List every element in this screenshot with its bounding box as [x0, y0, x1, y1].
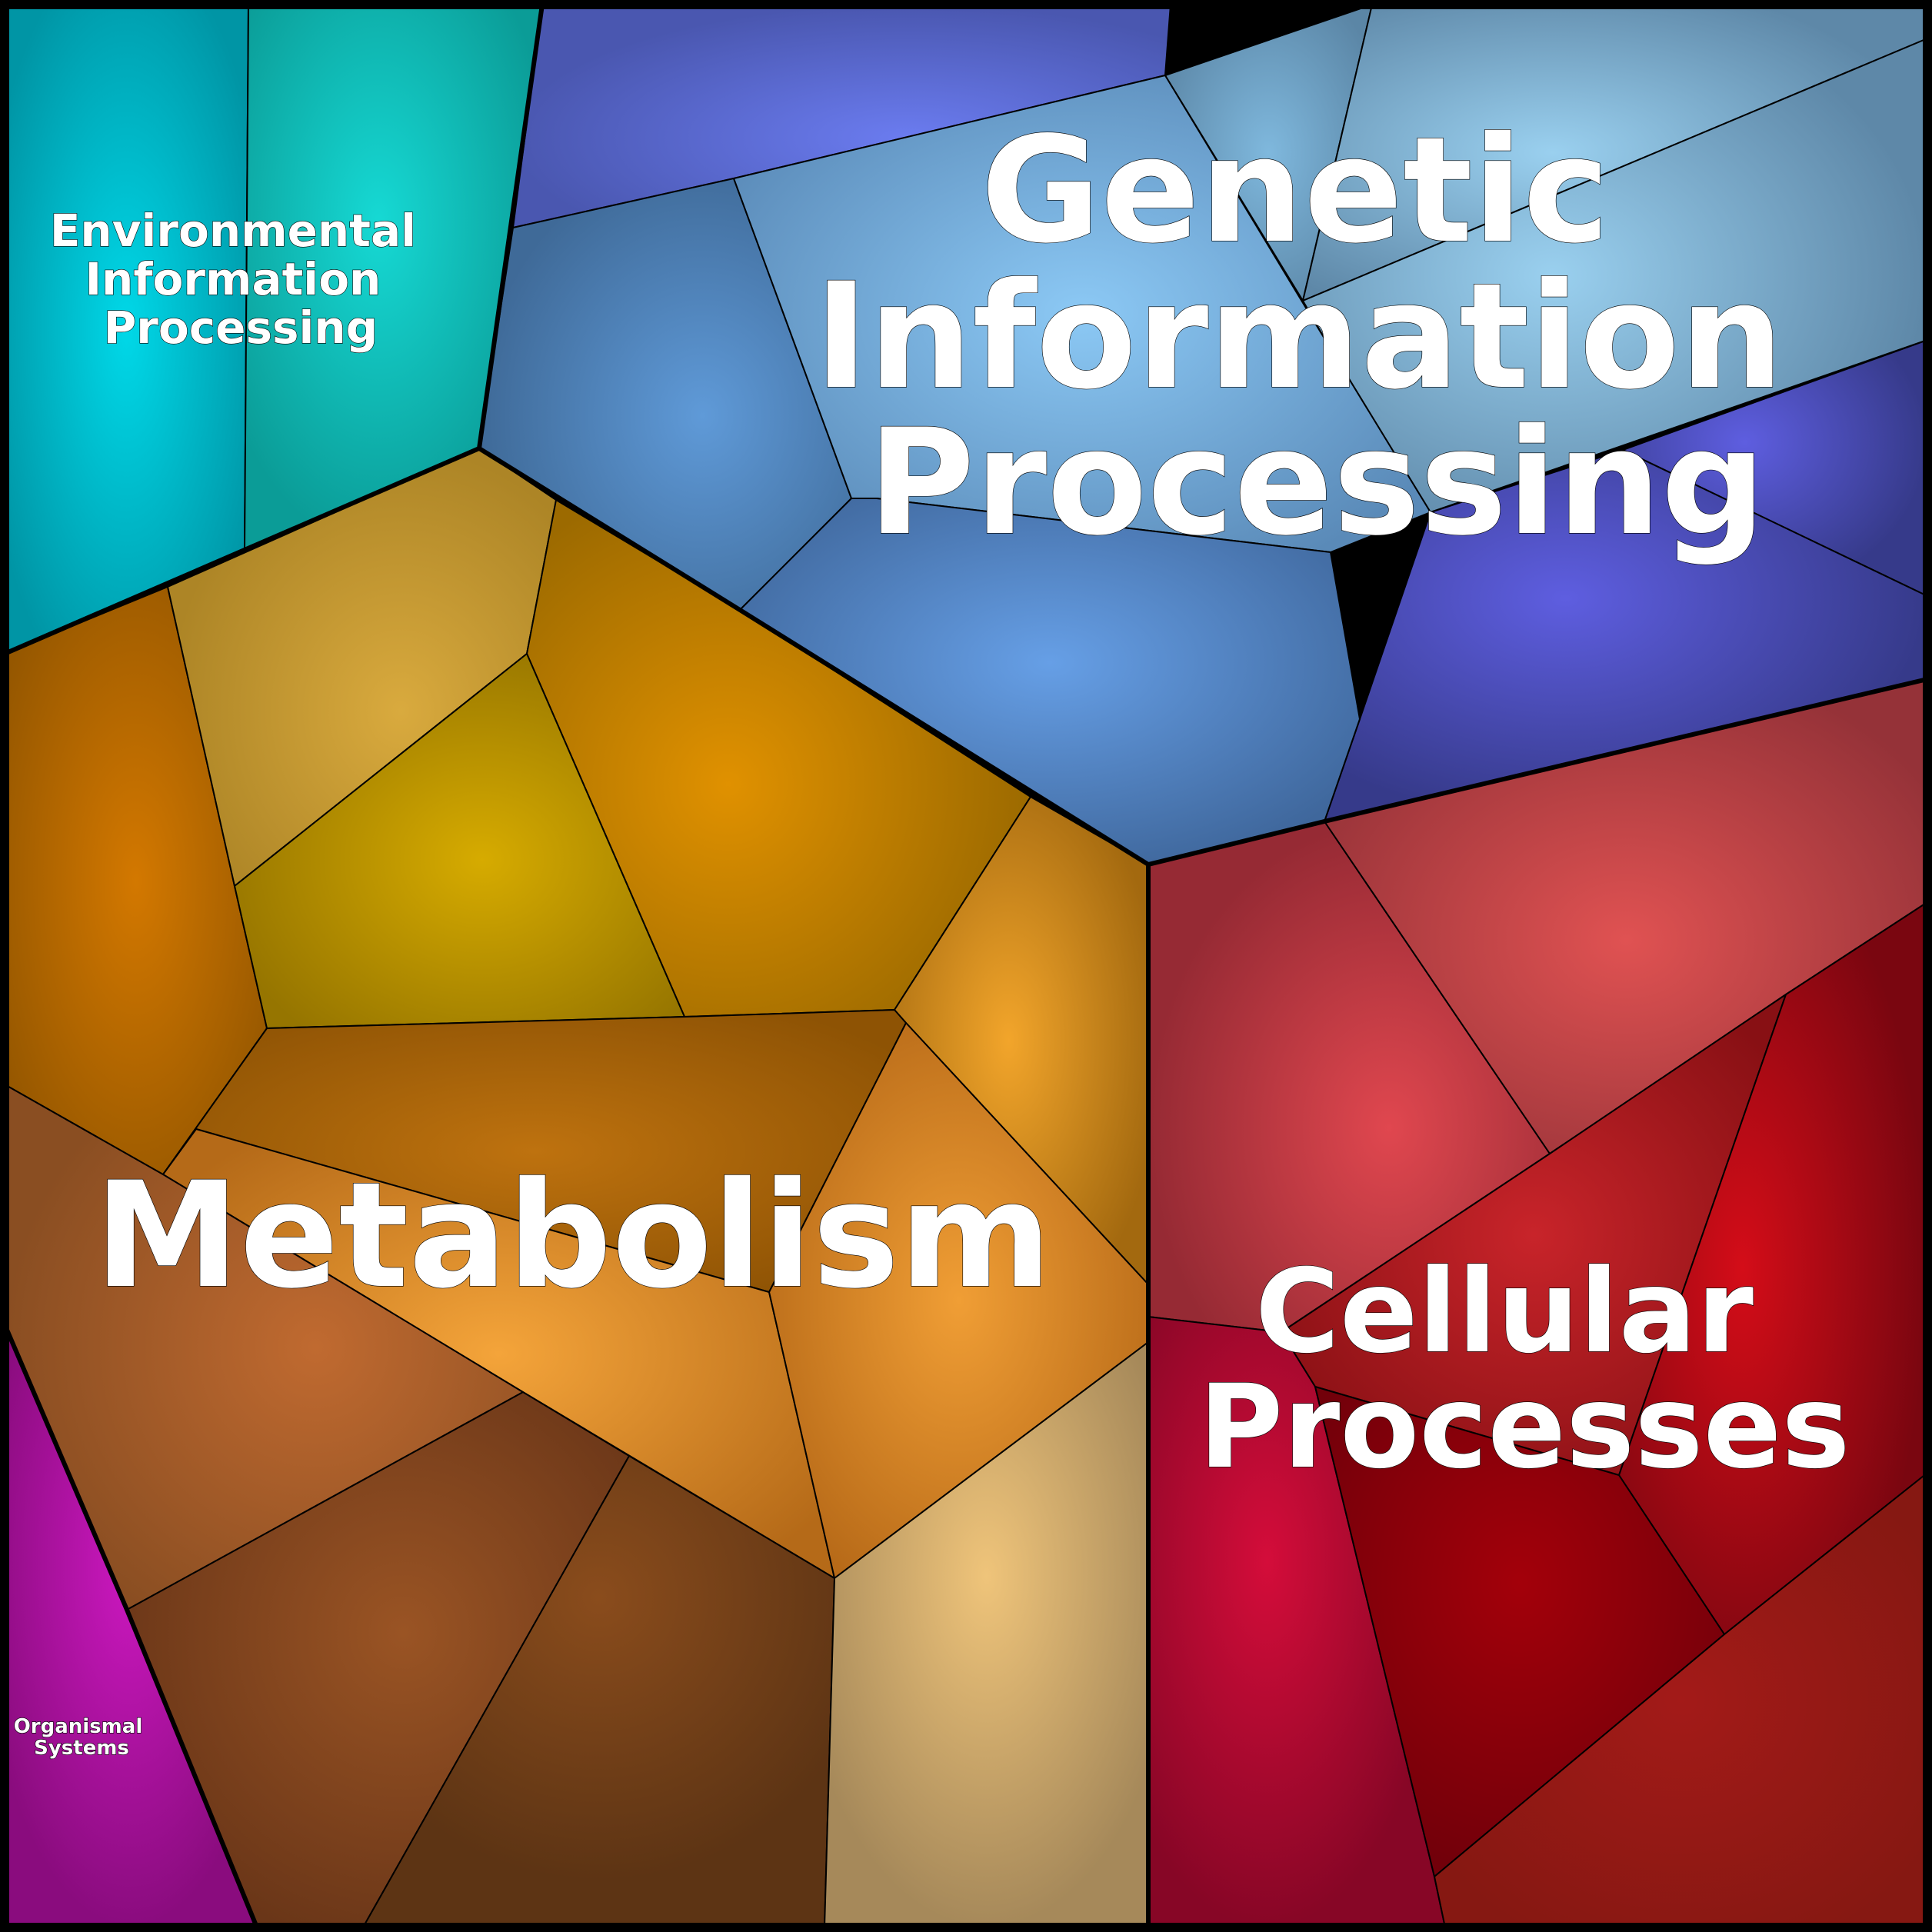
cellular-processes-group — [1148, 678, 1928, 1928]
metabolism-group — [4, 448, 1149, 1928]
environmental-information-processing-group — [4, 4, 543, 655]
genetic-information-processing-group — [478, 4, 1928, 864]
metabolism-label: Metabolism — [95, 1151, 1052, 1321]
organismal-systems-label: Organismal Systems — [14, 1715, 150, 1760]
environmental-information-processing-label: Environmental Information Processing — [50, 205, 431, 354]
genetic-information-processing-label: Genetic Information Processing — [814, 105, 1835, 568]
group-borders — [2, 4, 1928, 1929]
cellular-processes-label: Cellular Processes — [1198, 1245, 1850, 1494]
genetic-cell[interactable] — [1302, 38, 1928, 513]
